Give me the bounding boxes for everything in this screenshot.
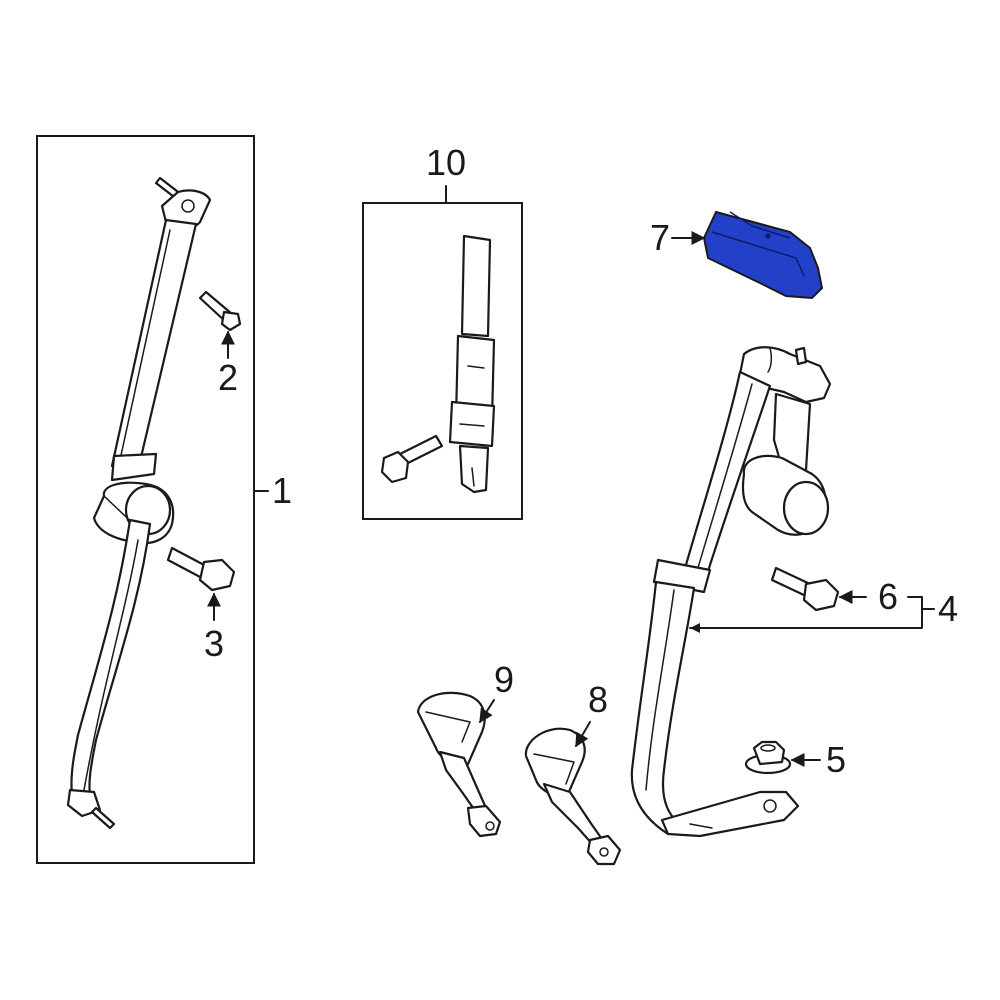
callout-2: 2 bbox=[218, 357, 238, 398]
part-3-bolt[interactable] bbox=[166, 546, 236, 592]
part-10-group-box bbox=[362, 202, 523, 520]
callout-8: 8 bbox=[588, 679, 608, 720]
front-belt-assembly[interactable] bbox=[66, 176, 212, 830]
callout-4: 4 bbox=[938, 588, 958, 629]
part-9-buckle[interactable] bbox=[416, 691, 502, 838]
highlighted-cover[interactable] bbox=[702, 210, 824, 300]
repair-kit-bolt[interactable] bbox=[380, 434, 444, 484]
part-8-buckle[interactable] bbox=[524, 727, 622, 866]
part-1-group-box bbox=[36, 135, 255, 864]
callout-6: 6 bbox=[878, 576, 898, 617]
part-2-bolt[interactable] bbox=[198, 290, 242, 332]
callout-5: 5 bbox=[826, 739, 846, 780]
repair-kit-strap[interactable] bbox=[448, 234, 496, 494]
callout-10: 10 bbox=[426, 142, 466, 183]
part-7-cover[interactable] bbox=[702, 210, 824, 300]
callout-9: 9 bbox=[494, 659, 514, 700]
part-5-nut[interactable] bbox=[744, 740, 792, 775]
callout-1: 1 bbox=[272, 470, 292, 511]
rear-belt-assembly[interactable] bbox=[630, 346, 832, 838]
part-6-bolt[interactable] bbox=[770, 566, 840, 612]
callout-3: 3 bbox=[204, 623, 224, 664]
callout-7: 7 bbox=[650, 217, 670, 258]
